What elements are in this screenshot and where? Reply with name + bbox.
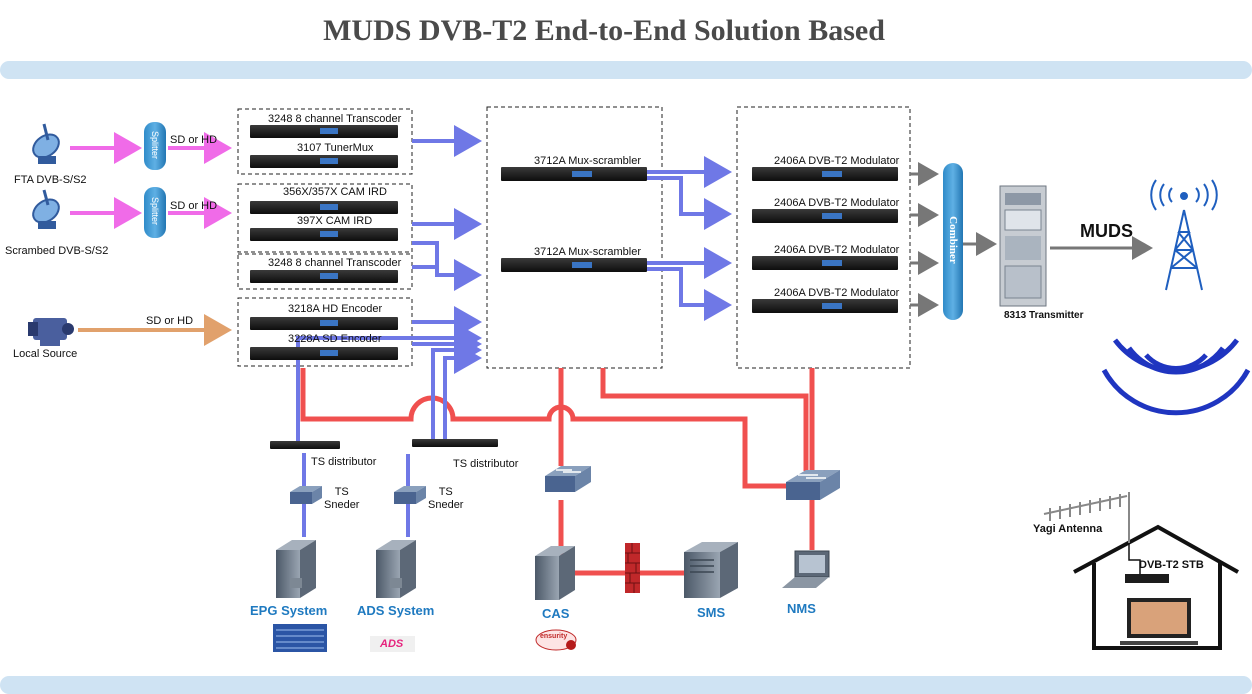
ts-sender-icon	[394, 486, 426, 504]
group-box-encoder	[237, 297, 413, 367]
group-box-mux	[486, 106, 663, 369]
firewall-icon	[625, 543, 640, 593]
mux-1-label: 3712A Mux-scrambler	[534, 155, 641, 167]
transcoder-1-label: 3248 8 channel Transcoder	[268, 113, 402, 125]
epg-system-label: EPG System	[250, 603, 328, 618]
tower-icon	[1150, 179, 1218, 291]
modulator-4-label: 2406A DVB-T2 Modulator	[774, 287, 900, 299]
server-icon	[376, 540, 416, 598]
splitter-1	[144, 122, 166, 170]
camera-icon	[28, 318, 74, 346]
stb-box	[1125, 574, 1169, 583]
page-title: MUDS DVB-T2 End-to-End Solution Based	[323, 14, 885, 47]
local-source-label: Local Source	[13, 348, 78, 360]
cam-ird-1-label: 356X/357X CAM IRD	[283, 186, 387, 198]
stb-label: DVB-T2 STB	[1139, 559, 1204, 571]
fta-label: FTA DVB-S/S2	[14, 174, 87, 186]
switch-icon	[545, 466, 591, 492]
sd-hd-label-1: SD or HD	[170, 134, 218, 146]
hd-encoder-label: 3218A HD Encoder	[288, 303, 383, 315]
sd-hd-label-3: SD or HD	[146, 315, 194, 327]
ts-distributor-2-label: TS distributor	[453, 458, 519, 470]
splitter-label-2: Splitter	[150, 196, 160, 225]
splitter-2	[144, 187, 166, 238]
transmitter-icon	[999, 185, 1047, 307]
top-band	[0, 61, 1252, 79]
scrambled-label: Scrambed DVB-S/S2	[5, 245, 109, 257]
transmitter-label: 8313 Transmitter	[1004, 310, 1084, 321]
sms-label: SMS	[697, 605, 726, 620]
combiner-label: Combiner	[947, 216, 959, 264]
laptop-icon	[782, 550, 830, 588]
transcoder-2-label: 3248 8 channel Transcoder	[268, 257, 402, 269]
cas-label: CAS	[542, 606, 570, 621]
ads-system-label: ADS System	[357, 603, 435, 618]
switch-icon	[786, 470, 840, 500]
server-icon	[684, 542, 738, 598]
ads-logo	[370, 636, 415, 652]
sd-encoder-label: 3228A SD Encoder	[288, 333, 382, 345]
radio-waves-icon	[1101, 338, 1251, 416]
sd-hd-label-2: SD or HD	[170, 200, 218, 212]
yagi-antenna-label: Yagi Antenna	[1033, 523, 1103, 535]
ts-sender-1-label: TS Sneder	[324, 486, 360, 511]
cam-ird-2-label: 397X CAM IRD	[297, 215, 373, 227]
group-box-transcoder-2	[237, 253, 413, 290]
nms-label: NMS	[787, 601, 816, 616]
group-box-modulator	[736, 106, 911, 369]
splitter-label-1: Splitter	[150, 130, 160, 159]
house-icon	[1073, 524, 1239, 650]
modulator-3-label: 2406A DVB-T2 Modulator	[774, 244, 900, 256]
group-box-cam-ird	[237, 183, 413, 253]
modulator-1-label: 2406A DVB-T2 Modulator	[774, 155, 900, 167]
mux-2-label: 3712A Mux-scrambler	[534, 246, 641, 258]
ensurity-logo-text: ensurity	[540, 633, 568, 640]
satellite-dish-icon	[32, 189, 60, 229]
combiner	[943, 163, 963, 320]
bottom-band	[0, 676, 1252, 694]
satellite-dish-icon	[32, 123, 60, 164]
ts-distributor-1-label: TS distributor	[311, 456, 377, 468]
tunermux-label: 3107 TunerMux	[297, 142, 374, 154]
ts-sender-icon	[290, 486, 322, 504]
server-icon	[535, 546, 575, 600]
server-icon	[276, 540, 316, 598]
ts-sender-2-label: TS Sneder	[428, 486, 464, 511]
yagi-antenna-icon	[1043, 492, 1130, 543]
epg-screenshot	[273, 624, 327, 652]
muds-label: MUDS	[1080, 221, 1133, 241]
modulator-2-label: 2406A DVB-T2 Modulator	[774, 197, 900, 209]
ads-logo-text: ADS	[380, 638, 404, 650]
